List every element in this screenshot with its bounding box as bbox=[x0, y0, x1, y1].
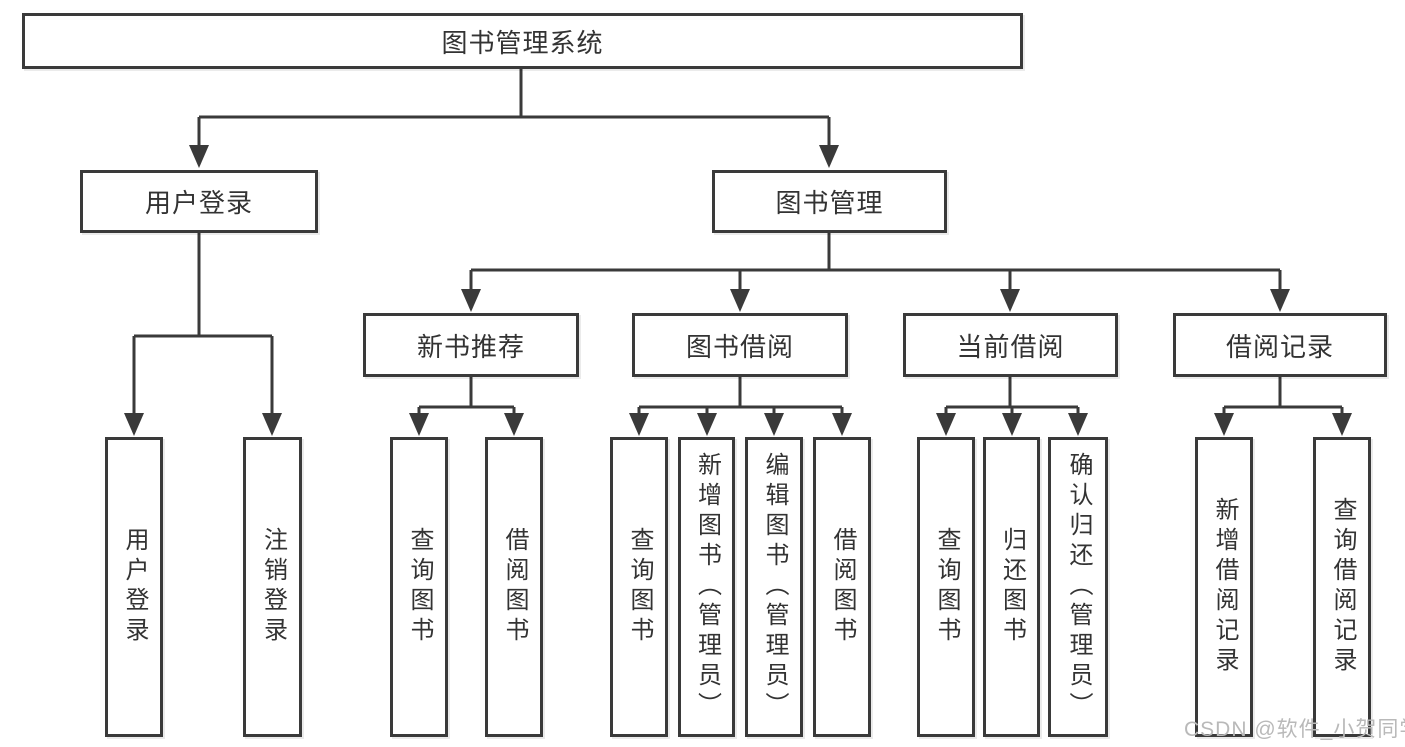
node-current-borrowing: 当前借阅 bbox=[903, 313, 1118, 377]
node-library-management-system: 图书管理系统 bbox=[22, 13, 1023, 69]
node-new-book-recommendation: 新书推荐 bbox=[363, 313, 579, 377]
leaf-logout: 注销登录 bbox=[243, 437, 302, 737]
arrow-down-icon bbox=[262, 413, 282, 436]
leaf-label: 新增借阅记录 bbox=[1211, 497, 1238, 677]
arrow-down-icon bbox=[409, 413, 429, 436]
leaf-label: 编辑图书（管理员） bbox=[761, 452, 788, 722]
arrow-down-icon bbox=[1270, 289, 1290, 312]
leaf-query-books-current: 查询图书 bbox=[917, 437, 975, 737]
connector-group-current-borrow bbox=[944, 405, 1080, 418]
node-borrowing-records: 借阅记录 bbox=[1173, 313, 1387, 377]
leaf-label: 查询图书 bbox=[933, 527, 960, 647]
arrow-down-icon bbox=[1332, 413, 1352, 436]
connector-group-book-borrow bbox=[637, 405, 844, 418]
arrow-down-icon bbox=[730, 289, 750, 312]
arrow-down-icon bbox=[1068, 413, 1088, 436]
leaf-add-book-admin: 新增图书（管理员） bbox=[678, 437, 735, 737]
leaf-query-books-recommend: 查询图书 bbox=[390, 437, 448, 737]
connector-group-new-book bbox=[417, 405, 516, 418]
connector-user-login-group bbox=[132, 233, 274, 418]
leaf-label: 借阅图书 bbox=[501, 527, 528, 647]
leaf-add-borrow-record: 新增借阅记录 bbox=[1195, 437, 1253, 737]
leaf-label: 注销登录 bbox=[259, 527, 287, 647]
leaf-borrow-books: 借阅图书 bbox=[813, 437, 871, 737]
node-book-borrowing: 图书借阅 bbox=[632, 313, 848, 377]
connector-level2 bbox=[197, 115, 831, 148]
arrow-down-icon bbox=[697, 413, 717, 436]
leaf-label: 查询图书 bbox=[626, 527, 653, 647]
leaf-query-books-borrow: 查询图书 bbox=[610, 437, 668, 737]
connector-group-borrow-records bbox=[1222, 405, 1344, 418]
arrow-down-icon bbox=[936, 413, 956, 436]
leaf-label: 新增图书（管理员） bbox=[693, 452, 721, 722]
arrow-down-icon bbox=[461, 289, 481, 312]
leaf-label: 借阅图书 bbox=[829, 527, 856, 647]
arrow-down-icon bbox=[1002, 413, 1022, 436]
node-book-management: 图书管理 bbox=[712, 170, 947, 233]
arrow-down-icon bbox=[629, 413, 649, 436]
connector-level3-drops bbox=[469, 377, 1282, 407]
leaf-label: 归还图书 bbox=[998, 527, 1026, 647]
arrowhead-icons bbox=[124, 145, 1352, 436]
leaf-return-books: 归还图书 bbox=[983, 437, 1040, 737]
connector-level3 bbox=[469, 268, 1282, 295]
arrow-down-icon bbox=[819, 145, 839, 168]
leaf-label: 查询图书 bbox=[406, 527, 433, 647]
arrow-down-icon bbox=[764, 413, 784, 436]
leaf-label: 查询借阅记录 bbox=[1329, 497, 1356, 677]
leaf-user-login: 用户登录 bbox=[105, 437, 163, 737]
arrow-down-icon bbox=[189, 145, 209, 168]
arrow-down-icon bbox=[1000, 289, 1020, 312]
arrow-down-icon bbox=[124, 413, 144, 436]
node-user-login: 用户登录 bbox=[80, 170, 318, 233]
leaf-label: 确认归还（管理员） bbox=[1065, 452, 1092, 722]
arrow-down-icon bbox=[1214, 413, 1234, 436]
arrow-down-icon bbox=[504, 413, 524, 436]
leaf-query-borrow-record: 查询借阅记录 bbox=[1313, 437, 1371, 737]
leaf-label: 用户登录 bbox=[121, 527, 148, 647]
csdn-watermark: CSDN @软件_小贺同学 bbox=[1184, 718, 1405, 741]
leaf-confirm-return-admin: 确认归还（管理员） bbox=[1048, 437, 1108, 737]
arrow-down-icon bbox=[832, 413, 852, 436]
leaf-edit-book-admin: 编辑图书（管理员） bbox=[745, 437, 803, 737]
leaf-borrow-books-recommend: 借阅图书 bbox=[485, 437, 543, 737]
